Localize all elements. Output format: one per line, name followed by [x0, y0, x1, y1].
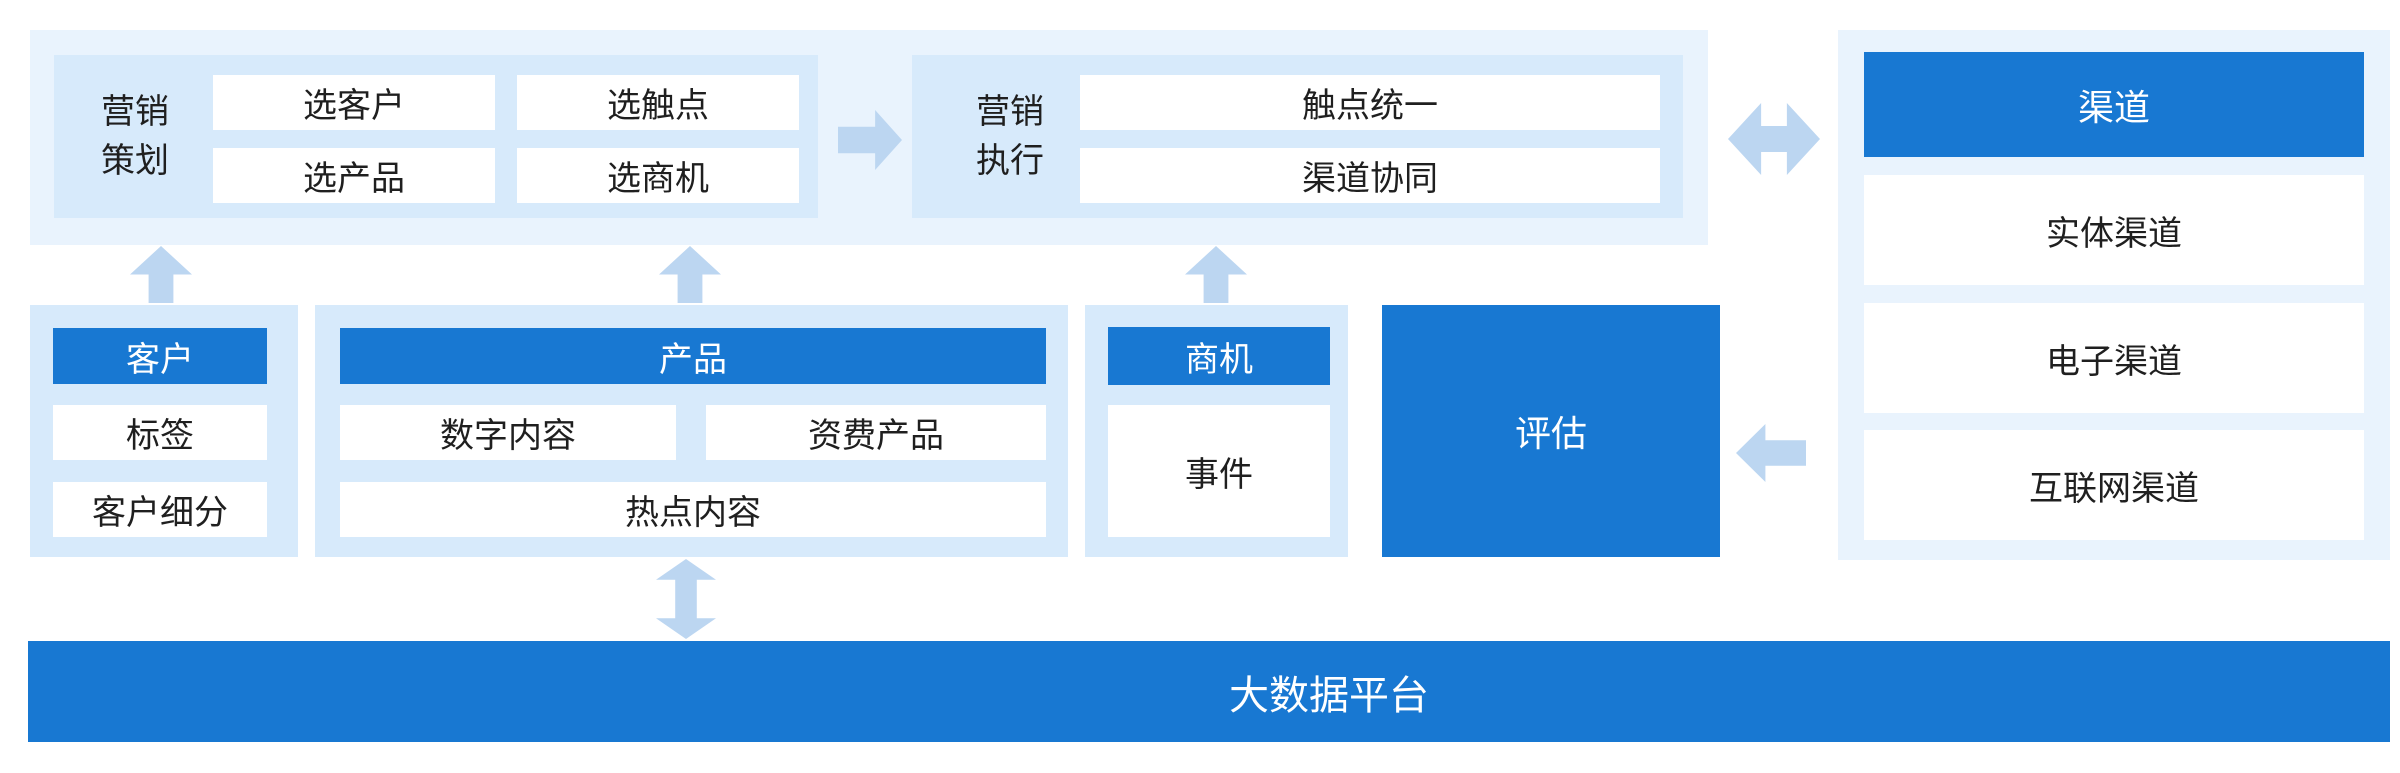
product-item-digital-content: 数字内容	[340, 405, 676, 460]
planning-item-select-customer: 选客户	[213, 75, 495, 130]
execution-title-line1: 营销	[976, 93, 1044, 131]
execution-item-touchpoint-unification: 触点统一	[1080, 75, 1660, 130]
arrow-up-customer-icon	[130, 246, 192, 303]
customer-header: 客户	[53, 328, 267, 384]
planning-item-select-opportunity: 选商机	[517, 148, 799, 203]
product-header: 产品	[340, 328, 1046, 384]
platform-bar: 大数据平台	[28, 641, 2390, 742]
planning-item-select-product: 选产品	[213, 148, 495, 203]
top-band: 营销 策划 选客户 选触点 选产品 选商机 营销 执行 触点统一 渠道协同	[30, 30, 1708, 245]
execution-group: 营销 执行 触点统一 渠道协同	[912, 55, 1683, 218]
planning-group: 营销 策划 选客户 选触点 选产品 选商机	[54, 55, 818, 218]
opportunity-column: 商机 事件	[1085, 305, 1348, 557]
execution-group-title: 营销 执行	[940, 87, 1080, 187]
product-item-hot-content: 热点内容	[340, 482, 1046, 537]
opportunity-item-events: 事件	[1108, 405, 1330, 537]
arrow-right-planning-to-execution-icon	[838, 110, 902, 170]
arrow-double-horizontal-execution-channels-icon	[1728, 103, 1820, 175]
arrow-double-vertical-product-platform-icon	[656, 559, 716, 639]
product-item-tariff-products: 资费产品	[706, 405, 1046, 460]
channels-header: 渠道	[1864, 52, 2364, 157]
planning-item-select-touchpoint: 选触点	[517, 75, 799, 130]
evaluation-box: 评估	[1382, 305, 1720, 557]
arrow-up-opportunity-icon	[1185, 246, 1247, 303]
customer-item-tags: 标签	[53, 405, 267, 460]
execution-item-channel-coordination: 渠道协同	[1080, 148, 1660, 203]
channels-item-physical: 实体渠道	[1864, 175, 2364, 285]
customer-column: 客户 标签 客户细分	[30, 305, 298, 557]
channels-column: 渠道 实体渠道 电子渠道 互联网渠道	[1838, 30, 2390, 560]
execution-title-line2: 执行	[976, 142, 1044, 180]
arrow-up-product-icon	[659, 246, 721, 303]
channels-item-internet: 互联网渠道	[1864, 430, 2364, 540]
planning-title-line2: 策划	[101, 142, 169, 180]
channels-item-electronic: 电子渠道	[1864, 303, 2364, 413]
customer-item-segmentation: 客户细分	[53, 482, 267, 537]
arrow-left-channels-to-evaluation-icon	[1736, 424, 1806, 482]
planning-group-title: 营销 策划	[70, 87, 200, 187]
product-column: 产品 数字内容 资费产品 热点内容	[315, 305, 1068, 557]
planning-title-line1: 营销	[101, 93, 169, 131]
opportunity-header: 商机	[1108, 327, 1330, 385]
platform-bar-label: 大数据平台	[1229, 673, 1429, 718]
